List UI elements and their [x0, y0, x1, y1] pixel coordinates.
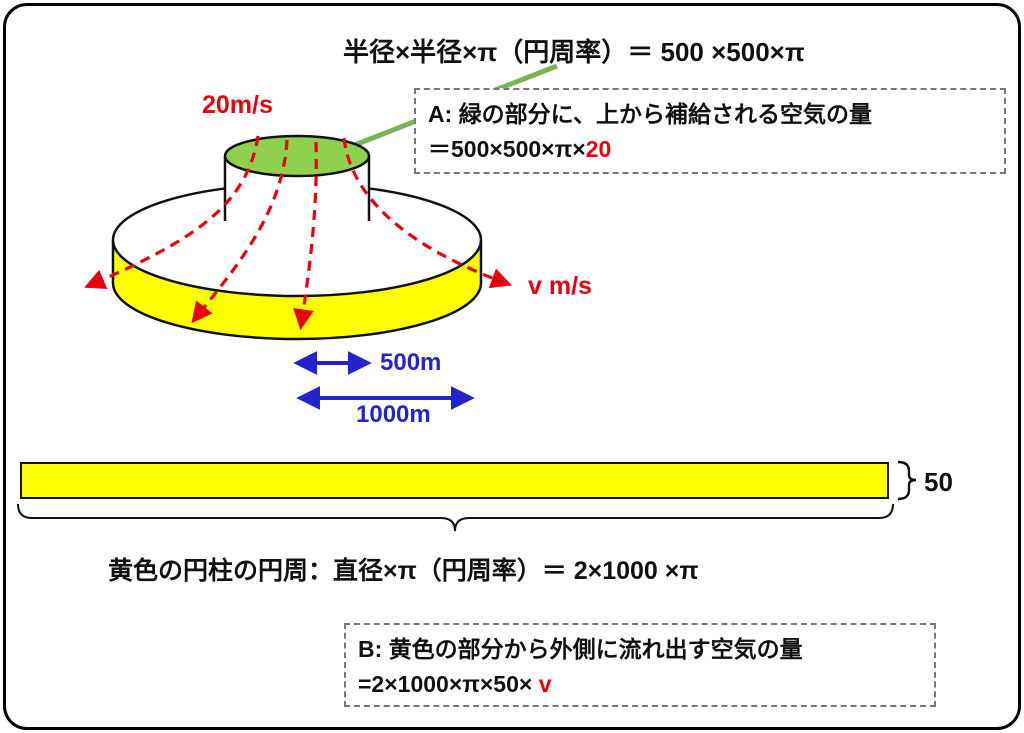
box-a-line2-prefix: ＝500×500×π× [428, 136, 586, 162]
circumference-formula: 黄色の円柱の円周：直径×π（円周率）＝ 2×1000 ×π [108, 557, 699, 585]
box-a-line2: ＝500×500×π×20 [428, 132, 992, 167]
unrolled-strip [20, 462, 889, 499]
box-b-line2-prefix: =2×1000×π×50× [358, 671, 539, 697]
outflow-speed-label: v m/s [528, 272, 592, 300]
circumference-brace [17, 503, 894, 532]
box-b-line2-value: v [538, 671, 552, 697]
streamline-right [342, 137, 512, 289]
radius-label: 500m [380, 349, 442, 376]
diameter-label: 1000m [356, 401, 431, 428]
air-streamlines [84, 135, 512, 331]
box-b-line1: B: 黄色の部分から外側に流れ出す空気の量 [358, 636, 803, 662]
green-top-ellipse [223, 134, 371, 178]
box-a: A: 緑の部分に、上から補給される空気の量 ＝500×500×π×20 [414, 88, 1006, 174]
outer-frame [3, 3, 1021, 730]
top-area-formula: 半径×半径×π（円周率）＝ 500 ×500×π [343, 37, 805, 67]
inflow-column [223, 134, 371, 221]
streamline-bottom [293, 141, 318, 331]
height-brace [897, 460, 917, 501]
box-b: B: 黄色の部分から外側に流れ出す空気の量 =2×1000×π×50× v [344, 623, 936, 707]
strip-height-label: 50 [924, 467, 953, 497]
box-a-line2-value: 20 [585, 136, 612, 162]
inflow-speed-label: 20m/s [202, 91, 273, 119]
streamline-left [84, 135, 260, 289]
box-b-line2: =2×1000×π×50× v [358, 667, 922, 702]
box-a-line1: A: 緑の部分に、上から補給される空気の量 [428, 101, 872, 127]
streamline-bottom-left [191, 139, 289, 324]
